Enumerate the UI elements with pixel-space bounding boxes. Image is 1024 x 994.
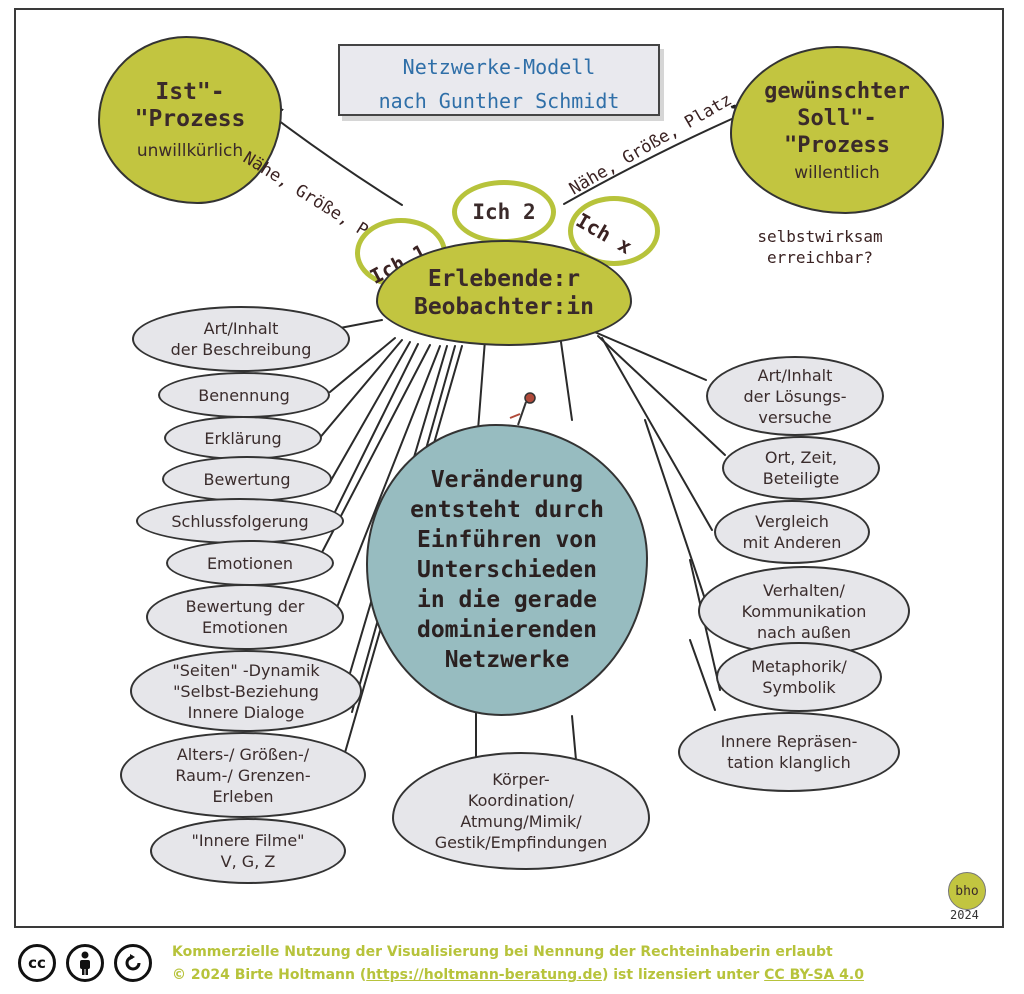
core-statement-line: Veränderung [430,467,584,493]
license-prefix: © 2024 Birte Holtmann ( [172,967,367,983]
right-item-text-line: Ort, Zeit, [764,448,838,467]
left-item-text-line: Innere Dialoge [187,702,305,722]
soll-line-1: gewünschter [764,78,910,104]
right-item-2: Ort, Zeit, Beteiligte [722,436,880,500]
selbstwirksam-note: selbstwirksam erreichbar? [740,226,900,268]
right-item-text-line: mit Anderen [742,533,842,552]
bottom-item-line: Gestik/Empfindungen [434,833,608,852]
center-line-2: Beobachter:in [413,294,594,320]
left-item-text-line: der Beschreibung [170,340,312,359]
center-line-1: Erlebende:r [427,266,581,292]
soll-line-4: willentlich [794,162,880,183]
left-item-text-line: "Selbst-Beziehung [173,681,319,701]
right-item-3: Vergleich mit Anderen [714,500,870,564]
right-item-text-line: tation klanglich [727,753,851,772]
cc-icon: cc [18,944,56,982]
signature-initials: bho [955,883,979,899]
ist-line-3: unwillkürlich [136,141,244,161]
core-statement-line: entsteht durch [410,497,604,523]
left-item-9: Alters-/ Größen-/Raum-/ Grenzen-Erleben [120,732,366,818]
arrow-to-soll [563,110,752,205]
license-link[interactable]: https://holtmann-beratung.de [366,967,602,983]
title-line-1: Netzwerke-Modell [402,55,596,79]
right-item-text-line: Vergleich [755,512,829,531]
right-item-text-line: Symbolik [762,678,836,697]
left-item-6: Emotionen [166,540,334,586]
bottom-item-koerper: Körper- Koordination/Atmung/Mimik/Gestik/… [392,752,650,870]
ist-line-1: Ist"- [155,79,225,105]
erlebende-beobachter-blob: Erlebende:r Beobachter:in [376,240,632,346]
core-statement-line: Einführen von [416,527,597,553]
left-item-3: Erklärung [164,416,322,460]
bottom-item-line: Atmung/Mimik/ [460,812,582,831]
attribution-icon [66,944,104,982]
left-item-text-line: Erleben [212,786,274,806]
license-line-2: © 2024 Birte Holtmann (https://holtmann-… [172,967,864,983]
core-statement-line: Unterschieden [416,557,597,583]
selbst-line-1: selbstwirksam [757,227,883,246]
right-item-text-line: der Lösungs- [743,386,847,406]
soll-line-2: Soll"- [797,105,877,131]
right-item-text-line: versuche [758,407,832,427]
right-item-text-line: Verhalten/ [763,580,845,600]
core-statement-line: Netzwerke [444,647,570,673]
left-item-text-line: Art/Inhalt [203,319,279,338]
bottom-item-line: Körper- [492,770,550,789]
ist-line-2: "Prozess [134,106,246,132]
left-item-text-line: Bewertung der [185,597,305,616]
core-statement-line: dominierenden [416,617,597,643]
left-item-1: Art/Inhalt der Beschreibung [132,306,350,372]
license-mid: ) ist lizensiert unter [601,967,765,983]
left-item-text-line: V, G, Z [220,852,276,871]
selbst-line-2: erreichbar? [767,248,873,267]
right-item-text-line: nach außen [757,622,851,642]
right-item-text-line: Beteiligte [762,469,840,488]
left-item-text-line: Emotionen [206,553,294,573]
signature-year: 2024 [950,908,979,922]
left-item-5: Schlussfolgerung [136,498,344,544]
left-item-text-line: Emotionen [201,618,289,637]
left-item-10: "Innere Filme" V, G, Z [150,818,346,884]
license-line-1: Kommerzielle Nutzung der Visualisierung … [172,944,833,960]
title-line-2: nach Gunther Schmidt [378,89,620,113]
left-item-text-line: "Seiten" -Dynamik [172,660,320,680]
share-alike-icon [114,944,152,982]
right-item-6: Innere Repräsen-tation klanglich [678,712,900,792]
right-item-5: Metaphorik/Symbolik [716,642,882,712]
ist-prozess-blob: Ist"- "Prozess unwillkürlich [98,36,282,204]
left-item-text-line: "Innere Filme" [191,831,305,850]
bottom-item-line: Koordination/ [467,791,575,810]
left-item-4: Bewertung [162,456,332,502]
right-item-text-line: Metaphorik/ [751,657,847,676]
left-item-text-line: Bewertung [203,469,291,489]
right-item-text-line: Kommunikation [741,601,867,621]
core-statement-line: in die gerade [416,587,597,613]
stem-icon [509,392,536,426]
bottom-item-text: Körper- Koordination/Atmung/Mimik/Gestik/… [435,769,608,853]
license-cc-link[interactable]: CC BY-SA 4.0 [764,967,864,983]
left-item-2: Benennung [158,372,330,418]
left-item-text-line: Erklärung [204,428,282,448]
right-item-text-line: Innere Repräsen- [720,732,858,751]
ich2-label: Ich 2 [472,200,536,224]
left-item-text-line: Schlussfolgerung [171,511,309,531]
left-item-text-line: Alters-/ Größen-/ [176,744,310,764]
soll-prozess-blob: gewünschter Soll"- "Prozess willentlich [730,46,944,214]
soll-line-3: "Prozess [784,132,890,158]
left-item-text-line: Raum-/ Grenzen- [175,765,311,785]
signature-mark: bho [948,872,986,910]
right-item-text-line: Art/Inhalt [757,365,833,385]
ich2-bubble: Ich 2 [452,180,556,244]
title-box: Netzwerke-Modell nach Gunther Schmidt [338,44,660,116]
left-item-text-line: Benennung [198,385,290,405]
